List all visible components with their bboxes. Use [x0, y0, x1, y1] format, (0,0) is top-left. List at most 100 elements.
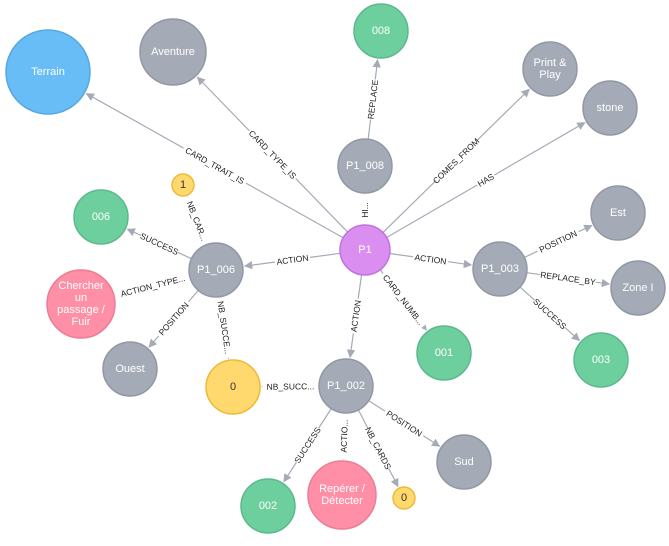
edge-label: POSITION: [157, 300, 191, 337]
edge-p1-p1_002[interactable]: ACTION: [346, 274, 365, 359]
edge-label: ACTION: [276, 253, 309, 267]
edge-label-bg: [378, 269, 429, 330]
edge-label-bg: [381, 406, 427, 441]
edge-label-bg: [359, 195, 371, 225]
node-circle: [582, 80, 638, 136]
edge-p1-stone[interactable]: HAS: [386, 122, 586, 238]
node-label: P1_002: [327, 380, 365, 392]
edge-p1_006-zero_big[interactable]: NB_SUCCE...: [214, 296, 235, 360]
node-zero-small[interactable]: 0: [392, 486, 416, 510]
edge-p1_003-zone_i[interactable]: REPLACE_BY: [526, 268, 611, 289]
node-circle: [318, 358, 374, 414]
edge-label: ACTION: [349, 299, 363, 332]
edge-p1_006-n006[interactable]: SUCCESS: [126, 228, 192, 260]
edge-p1_003-est[interactable]: POSITION: [524, 224, 593, 258]
node-label: Sud: [454, 456, 474, 468]
edge-label: SUCCESS: [139, 231, 181, 257]
edge-label-bg: [431, 137, 481, 185]
edge-label-bg: [262, 380, 319, 393]
node-circle: [337, 138, 393, 194]
edge-p1_002-reperer[interactable]: ACTIO...: [337, 412, 351, 460]
node-p1-002[interactable]: P1_002: [318, 358, 374, 414]
node-circle: [188, 242, 244, 298]
edge-label-bg: [182, 195, 212, 247]
node-one[interactable]: 1: [171, 173, 195, 197]
edge-label: HI...: [360, 202, 370, 218]
node-label: Print &Play: [533, 57, 567, 81]
node-n001[interactable]: 001: [416, 325, 472, 381]
edge-label: CARD_NUMB...: [381, 273, 426, 327]
edge-label: REPLACE: [366, 79, 381, 120]
node-p1[interactable]: P1: [339, 224, 391, 276]
node-label: 001: [435, 347, 453, 359]
edge-label-bg: [364, 78, 382, 121]
edge-label-bg: [347, 297, 365, 335]
node-p1-006[interactable]: P1_006: [188, 242, 244, 298]
node-zero-big[interactable]: 0: [205, 359, 261, 415]
node-p1-008[interactable]: P1_008: [337, 138, 393, 194]
node-circle: [392, 486, 416, 510]
node-label: Est: [610, 207, 626, 219]
node-zone-i[interactable]: Zone I: [610, 260, 666, 316]
edge-label: COMES_FROM: [431, 136, 482, 186]
edge-p1-print_play[interactable]: COMES_FROM: [382, 88, 530, 233]
edge-label: SUCCESS: [531, 296, 568, 331]
node-n008[interactable]: 008: [353, 3, 409, 59]
edge-label-bg: [337, 412, 351, 460]
edge-p1_006-ouest[interactable]: POSITION: [148, 289, 199, 348]
node-aventure[interactable]: Aventure: [139, 18, 207, 86]
node-circle: [590, 185, 646, 241]
edge-label-bg: [138, 230, 181, 258]
edge-p1-p1_006[interactable]: ACTION: [243, 251, 341, 270]
node-n003[interactable]: 003: [573, 332, 629, 388]
node-circle: [573, 332, 629, 388]
node-label: P1_003: [481, 263, 519, 275]
edge-label: NB_SUCC...: [267, 381, 315, 391]
node-circle: [102, 341, 158, 397]
edge-p1_008-n008[interactable]: REPLACE: [364, 58, 382, 140]
edge-label: CARD_TYPE_IS: [247, 128, 299, 181]
node-circle: [171, 173, 195, 197]
node-reperer[interactable]: Repérer /Détecter: [307, 460, 377, 530]
node-label: 1: [180, 179, 186, 191]
edge-p1_006-chercher[interactable]: ACTION_TYPE...: [114, 270, 192, 302]
edge-p1_002-zero_big[interactable]: NB_SUCC...: [261, 380, 320, 393]
node-circle: [610, 260, 666, 316]
node-circle: [353, 3, 409, 59]
node-n006[interactable]: 006: [73, 189, 129, 245]
edge-label: POSITION: [538, 228, 579, 254]
edge-label: NB_SUCCE...: [216, 300, 234, 354]
node-circle: [205, 359, 261, 415]
edge-label-bg: [539, 268, 597, 289]
node-circle: [240, 478, 296, 534]
node-label: 008: [372, 25, 390, 37]
edge-label: NB_CARDS: [363, 425, 393, 471]
edge-label-bg: [534, 226, 582, 257]
edge-label-bg: [530, 295, 569, 332]
node-terrain[interactable]: Terrain: [5, 29, 91, 115]
node-n002[interactable]: 002: [240, 478, 296, 534]
node-sud[interactable]: Sud: [436, 434, 492, 490]
node-label: 006: [92, 211, 110, 223]
node-label: Ouest: [115, 363, 144, 375]
edge-p1-n001[interactable]: CARD_NUMB...: [378, 269, 429, 331]
edge-p1-p1_003[interactable]: ACTION: [389, 250, 473, 269]
node-label: P1: [358, 244, 371, 256]
edge-p1_003-n003[interactable]: SUCCESS: [519, 286, 581, 342]
node-est[interactable]: Est: [590, 185, 646, 241]
node-p1-003[interactable]: P1_003: [472, 241, 528, 297]
edge-p1_006-one[interactable]: NB_CAR...: [182, 195, 212, 247]
node-label: 002: [259, 500, 277, 512]
node-stone[interactable]: stone: [582, 80, 638, 136]
node-ouest[interactable]: Ouest: [102, 341, 158, 397]
edge-label-bg: [362, 425, 395, 472]
node-print-play[interactable]: Print &Play: [522, 41, 578, 97]
node-circle: [73, 189, 129, 245]
edge-p1-aventure[interactable]: CARD_TYPE_IS: [196, 76, 349, 233]
edge-p1-p1_008[interactable]: HI...: [359, 194, 371, 225]
